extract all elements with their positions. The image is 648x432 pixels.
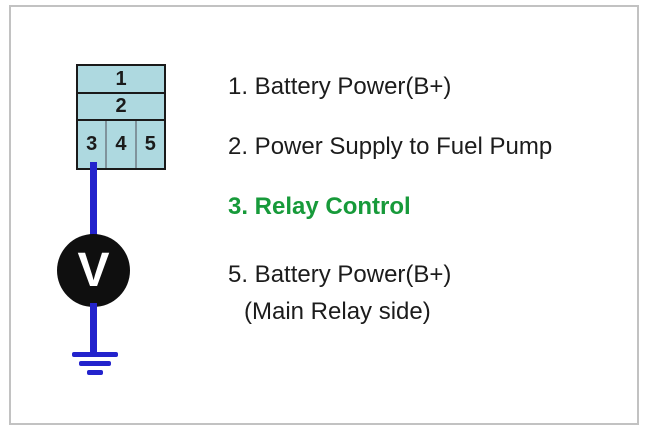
pin-3-cell: 3 bbox=[78, 121, 105, 168]
legend-item-1: 1. Battery Power(B+) bbox=[228, 73, 452, 100]
pin-1-cell: 1 bbox=[78, 66, 164, 94]
pin-5-cell: 5 bbox=[137, 121, 164, 168]
pin-4-label: 4 bbox=[115, 133, 127, 155]
legend-item-5-line2: (Main Relay side) bbox=[244, 298, 431, 325]
legend-item-5: 5. Battery Power(B+) (Main Relay side) bbox=[228, 256, 451, 330]
relay-connector-block: 1 2 3 4 5 bbox=[76, 64, 166, 170]
pin-4-cell: 4 bbox=[105, 121, 137, 168]
voltmeter-label: V bbox=[77, 243, 110, 297]
legend-item-2: 2. Power Supply to Fuel Pump bbox=[228, 133, 553, 160]
legend-item-5-line1: 5. Battery Power(B+) bbox=[228, 261, 452, 288]
pin-2-cell: 2 bbox=[78, 94, 164, 121]
ground-bar-short bbox=[87, 370, 103, 375]
pin-1-label: 1 bbox=[115, 67, 127, 90]
ground-bar-medium bbox=[79, 361, 111, 366]
legend-item-3-relay-control: 3. Relay Control bbox=[228, 193, 411, 220]
pin-row-bottom: 3 4 5 bbox=[78, 121, 164, 168]
wire-pin3-to-voltmeter bbox=[90, 162, 97, 237]
wire-voltmeter-to-ground bbox=[90, 303, 97, 356]
pin-5-label: 5 bbox=[144, 133, 156, 155]
ground-bar-long bbox=[72, 352, 118, 357]
pin-3-label: 3 bbox=[86, 133, 98, 155]
pin-2-label: 2 bbox=[115, 95, 127, 117]
voltmeter-circle-icon: V bbox=[57, 234, 130, 307]
